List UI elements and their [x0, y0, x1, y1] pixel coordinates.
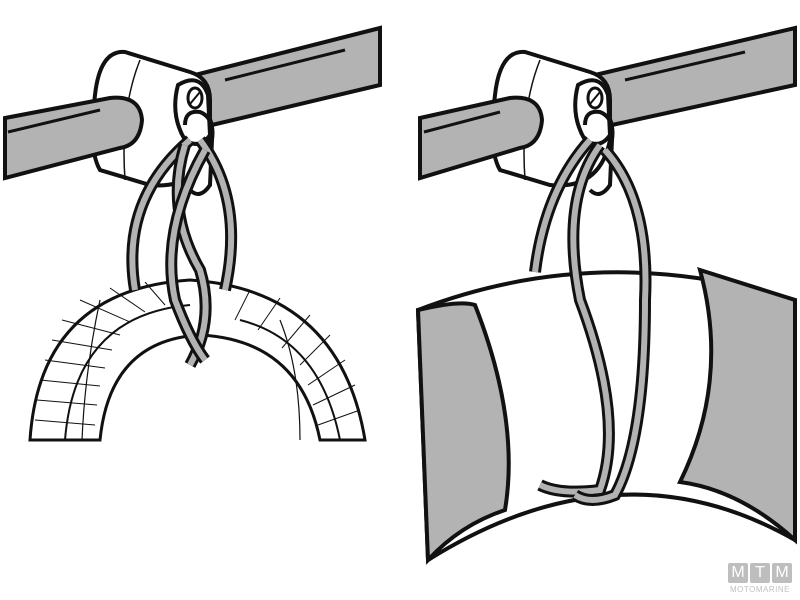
rail-right	[592, 25, 797, 128]
watermark-subtitle: MOTOMARINE	[730, 585, 790, 594]
tyre-sling-illustration	[2, 25, 382, 442]
left-diagram-panel	[2, 25, 382, 442]
watermark-letter: M	[772, 563, 792, 583]
tyre	[28, 278, 367, 442]
watermark-logo: M T M	[726, 563, 794, 583]
rail-right	[192, 25, 382, 128]
rope-sling	[529, 135, 652, 506]
fender-sling-illustration	[415, 25, 797, 565]
rail-left	[2, 95, 145, 181]
watermark-letter: T	[750, 563, 770, 583]
right-diagram-panel	[400, 0, 800, 600]
motomarine-watermark: M T M MOTOMARINE	[726, 563, 794, 594]
rope-sling	[126, 135, 238, 368]
rail-left	[418, 95, 545, 181]
watermark-letter: M	[728, 563, 748, 583]
